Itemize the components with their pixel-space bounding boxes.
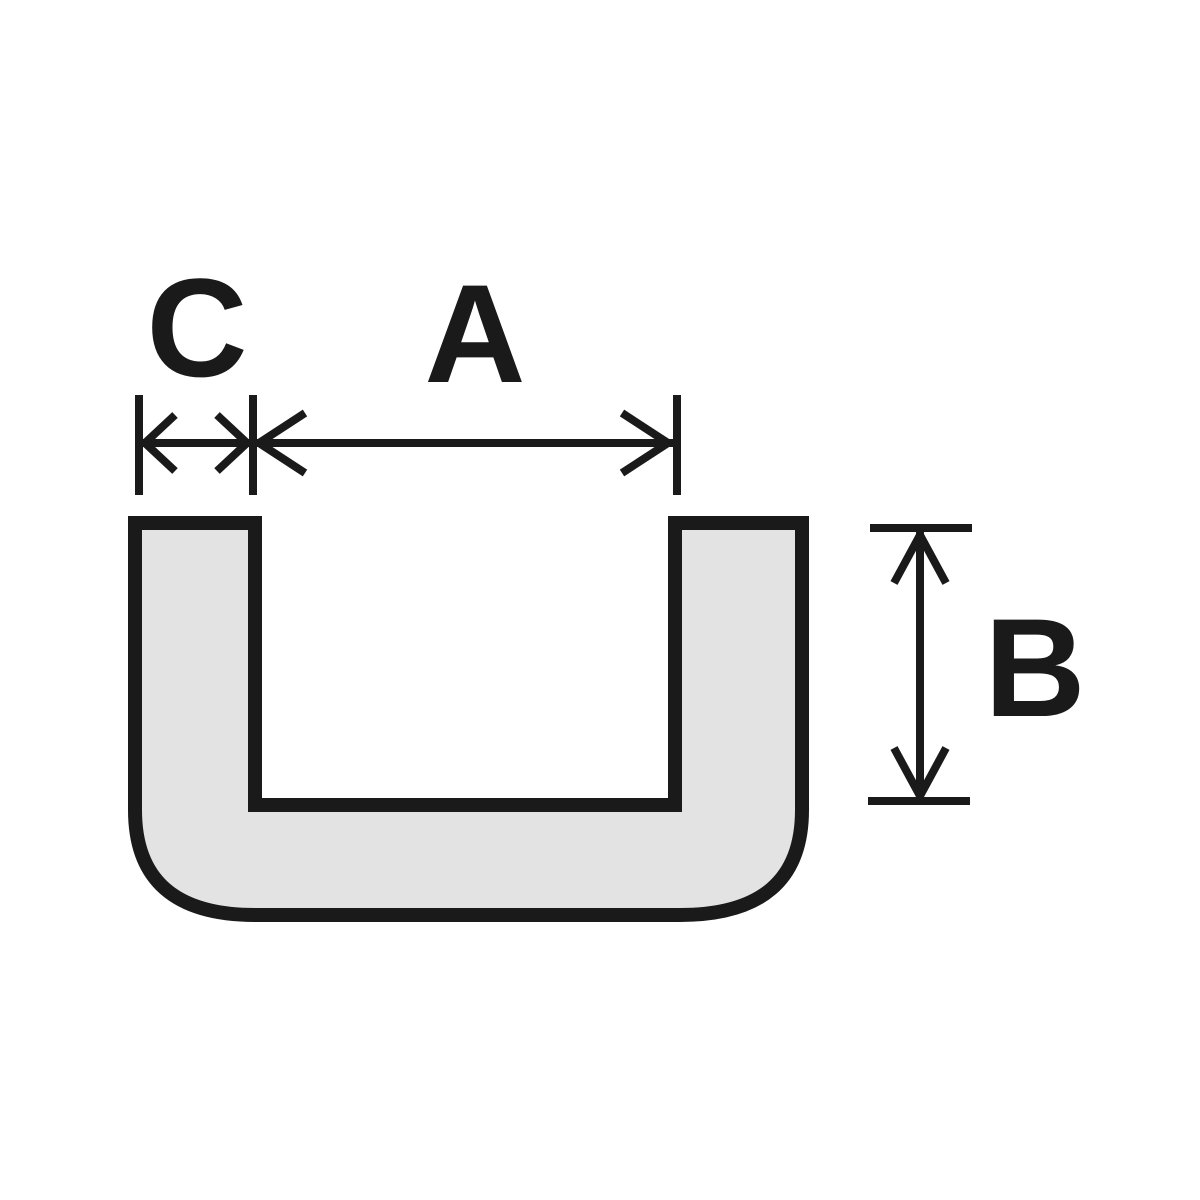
dim-label-b: B (984, 589, 1085, 746)
dim-c-arrowhead-left (139, 412, 178, 474)
u-profile-shape (128, 516, 809, 922)
dim-a-arrowhead-right (619, 409, 676, 477)
dim-label-a: A (424, 255, 525, 412)
dim-label-c: C (146, 249, 247, 406)
dim-b-arrowhead-top (890, 526, 950, 585)
dim-a-arrowhead-left (251, 409, 308, 477)
dim-c-arrowhead-right (214, 412, 253, 474)
dim-b-arrowhead-bottom (890, 746, 950, 805)
